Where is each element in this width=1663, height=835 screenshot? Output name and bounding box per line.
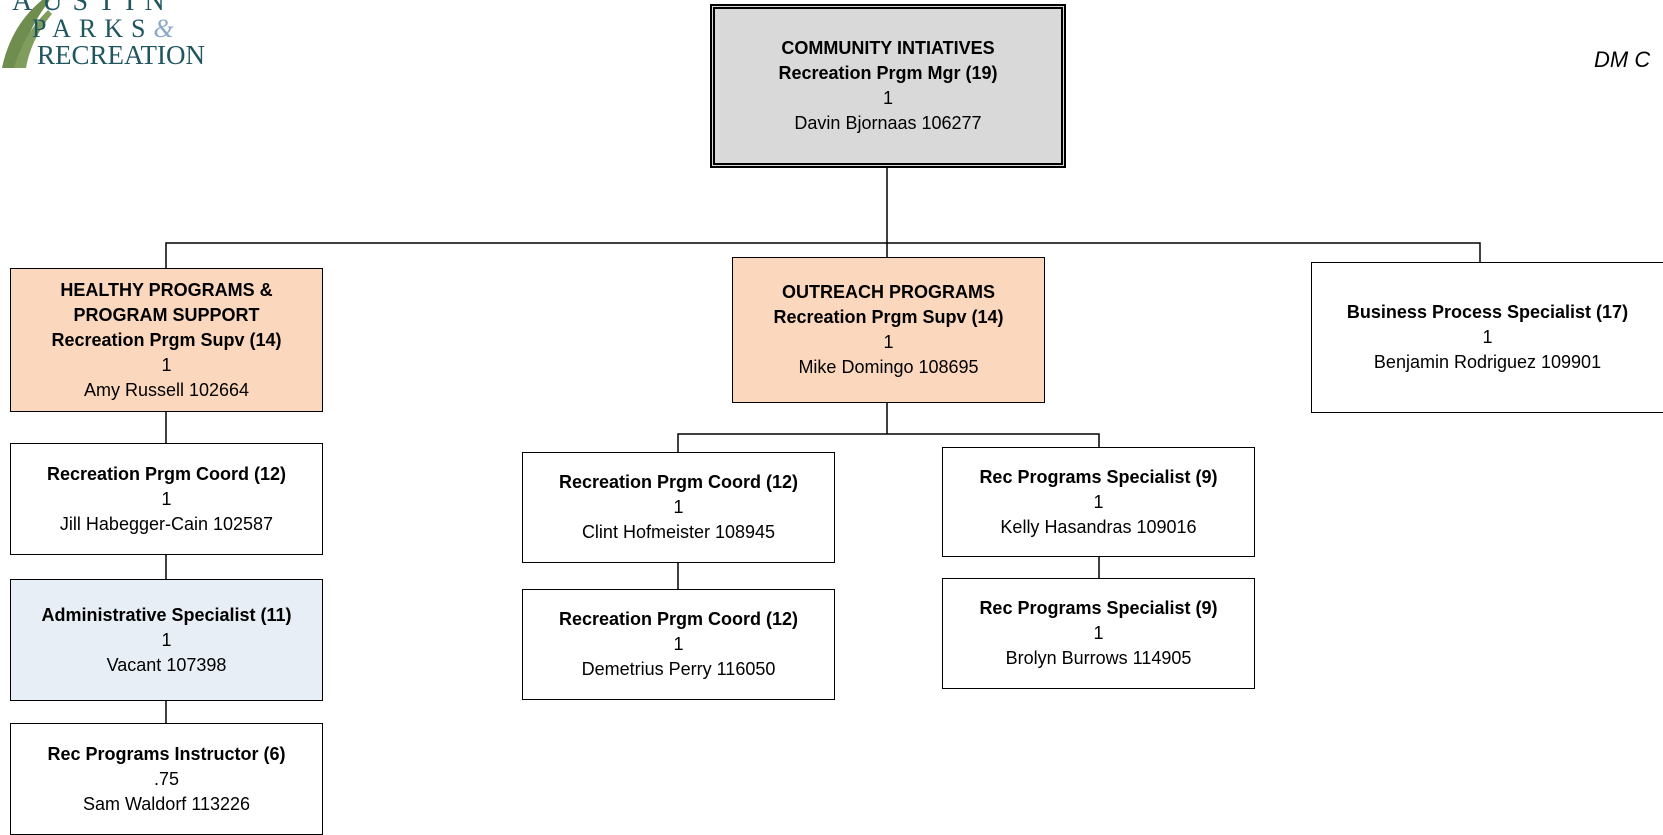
node-person: Clint Hofmeister 108945 (581, 522, 776, 542)
org-node-community-initiatives: COMMUNITY INTIATIVES Recreation Prgm Mgr… (710, 4, 1066, 168)
node-fte: 1 (161, 629, 172, 650)
node-title: OUTREACH PROGRAMS (781, 282, 995, 302)
node-position: Recreation Prgm Supv (14) (773, 307, 1004, 327)
node-person: Sam Waldorf 113226 (82, 793, 251, 814)
leaf-icon (2, 0, 52, 68)
org-node-admin-specialist: Administrative Specialist (11) 1 Vacant … (10, 579, 323, 701)
node-person: Brolyn Burrows 114905 (1005, 648, 1192, 668)
node-person: Benjamin Rodriguez 109901 (1373, 352, 1602, 372)
logo-line-1: AUSTIN (12, 0, 175, 17)
node-fte: 1 (883, 332, 894, 352)
node-position: Business Process Specialist (17) (1346, 302, 1629, 322)
node-fte: 1 (1482, 327, 1493, 347)
node-position: Rec Programs Instructor (6) (47, 743, 286, 764)
logo-line-2: PARKS& (32, 14, 174, 44)
node-title: HEALTHY PROGRAMS & (60, 279, 273, 300)
node-fte: .75 (153, 768, 180, 789)
node-position: Recreation Prgm Coord (12) (558, 609, 799, 629)
org-node-outreach-coord-1: Recreation Prgm Coord (12) 1 Clint Hofme… (522, 452, 835, 563)
org-node-rec-instructor: Rec Programs Instructor (6) .75 Sam Wald… (10, 723, 323, 835)
node-fte: 1 (161, 488, 172, 509)
node-fte: 1 (1093, 623, 1104, 643)
org-node-rec-specialist-2: Rec Programs Specialist (9) 1 Brolyn Bur… (942, 578, 1255, 689)
node-person: Kelly Hasandras 109016 (1000, 516, 1197, 537)
org-node-healthy-coord: Recreation Prgm Coord (12) 1 Jill Habegg… (10, 443, 323, 555)
node-person: Mike Domingo 108695 (798, 357, 979, 377)
node-person: Amy Russell 102664 (83, 379, 250, 400)
node-person: Demetrius Perry 116050 (581, 659, 776, 679)
node-person: Vacant 107398 (106, 654, 227, 675)
node-fte: 1 (882, 88, 893, 108)
org-node-outreach-programs: OUTREACH PROGRAMS Recreation Prgm Supv (… (732, 257, 1045, 403)
connector-outreach-bar (677, 433, 1100, 452)
org-node-business-process: Business Process Specialist (17) 1 Benja… (1311, 262, 1663, 413)
node-position: Recreation Prgm Coord (12) (558, 472, 799, 492)
node-person: Davin Bjornaas 106277 (794, 113, 982, 133)
node-title: COMMUNITY INTIATIVES (781, 38, 995, 58)
austin-parks-recreation-logo: AUSTIN PARKS& RECREATION (0, 0, 240, 76)
corner-note: DM C (1594, 47, 1651, 72)
logo-ampersand: & (153, 14, 174, 43)
node-person: Jill Habegger-Cain 102587 (59, 513, 274, 534)
node-fte: 1 (161, 354, 172, 375)
node-position: Recreation Prgm Supv (14) (51, 329, 282, 350)
node-fte: 1 (1093, 491, 1104, 512)
node-fte: 1 (673, 634, 684, 654)
node-title-2: PROGRAM SUPPORT (73, 304, 260, 325)
node-fte: 1 (673, 497, 684, 517)
logo-line-3: RECREATION (37, 40, 205, 70)
org-node-healthy-programs: HEALTHY PROGRAMS & PROGRAM SUPPORT Recre… (10, 268, 323, 412)
node-position: Administrative Specialist (11) (41, 604, 292, 625)
logo-parks: PARKS (32, 14, 154, 43)
org-node-outreach-coord-2: Recreation Prgm Coord (12) 1 Demetrius P… (522, 589, 835, 700)
connector-top-bar (165, 242, 1481, 268)
org-node-rec-specialist-1: Rec Programs Specialist (9) 1 Kelly Hasa… (942, 447, 1255, 557)
node-position: Rec Programs Specialist (9) (979, 598, 1218, 618)
node-position: Recreation Prgm Coord (12) (46, 463, 287, 484)
node-position: Rec Programs Specialist (9) (979, 466, 1218, 487)
node-position: Recreation Prgm Mgr (19) (778, 63, 998, 83)
